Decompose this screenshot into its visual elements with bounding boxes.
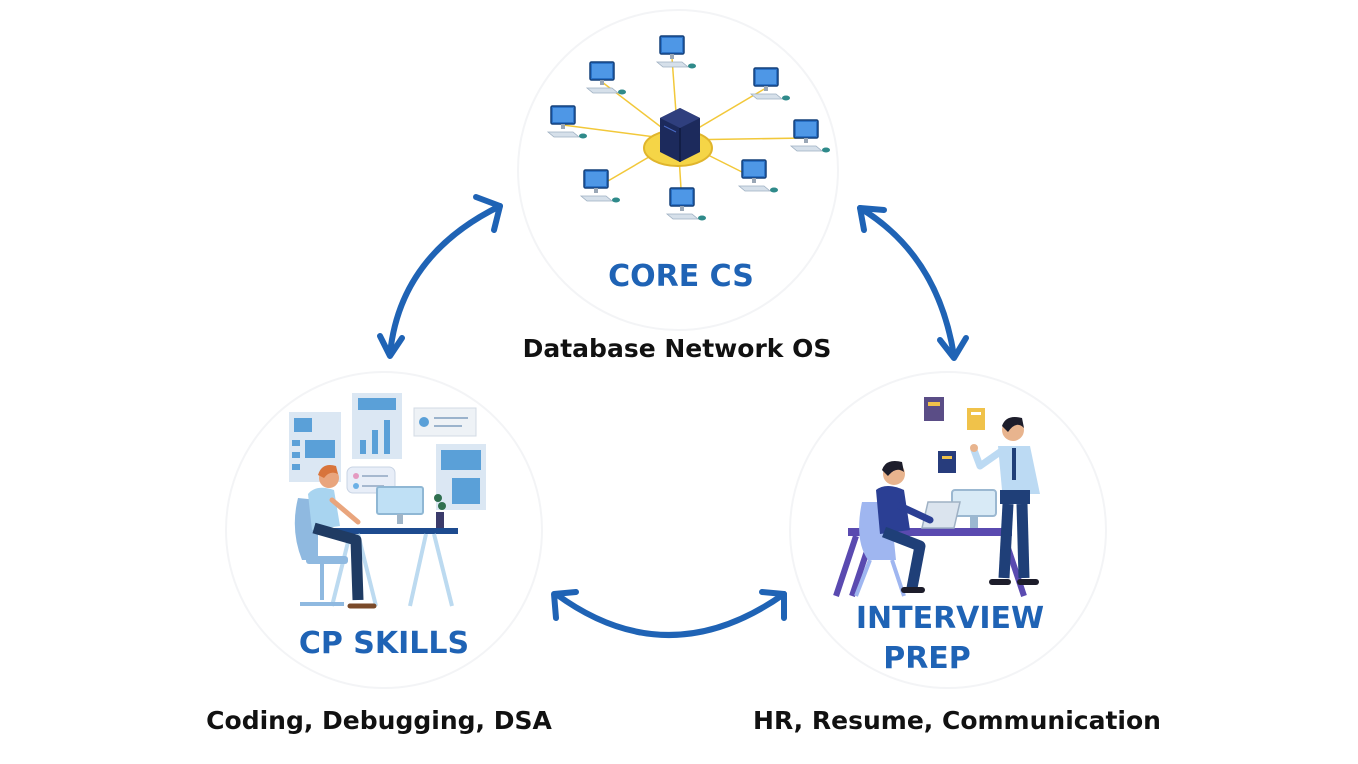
developer-at-desk-icon: [289, 393, 486, 609]
arrow-core-cs-cp-skills: [377, 194, 503, 359]
interview-prep-subtitle: HR, Resume, Communication: [753, 706, 1161, 735]
arrow-core-cs-interview-prep: [857, 205, 969, 361]
cp-skills-title: CP SKILLS: [299, 626, 469, 661]
core-cs-title: CORE CS: [608, 259, 754, 294]
interview-meeting-icon: [833, 397, 1040, 597]
interview-prep-title-line2: PREP: [883, 641, 971, 676]
cp-skills-subtitle: Coding, Debugging, DSA: [206, 706, 552, 735]
arrow-cp-skills-interview-prep: [551, 589, 787, 638]
core-cs-subtitle: Database Network OS: [523, 334, 832, 363]
network-server-icon: [547, 35, 831, 222]
interview-prep-title-line1: INTERVIEW: [856, 601, 1044, 636]
